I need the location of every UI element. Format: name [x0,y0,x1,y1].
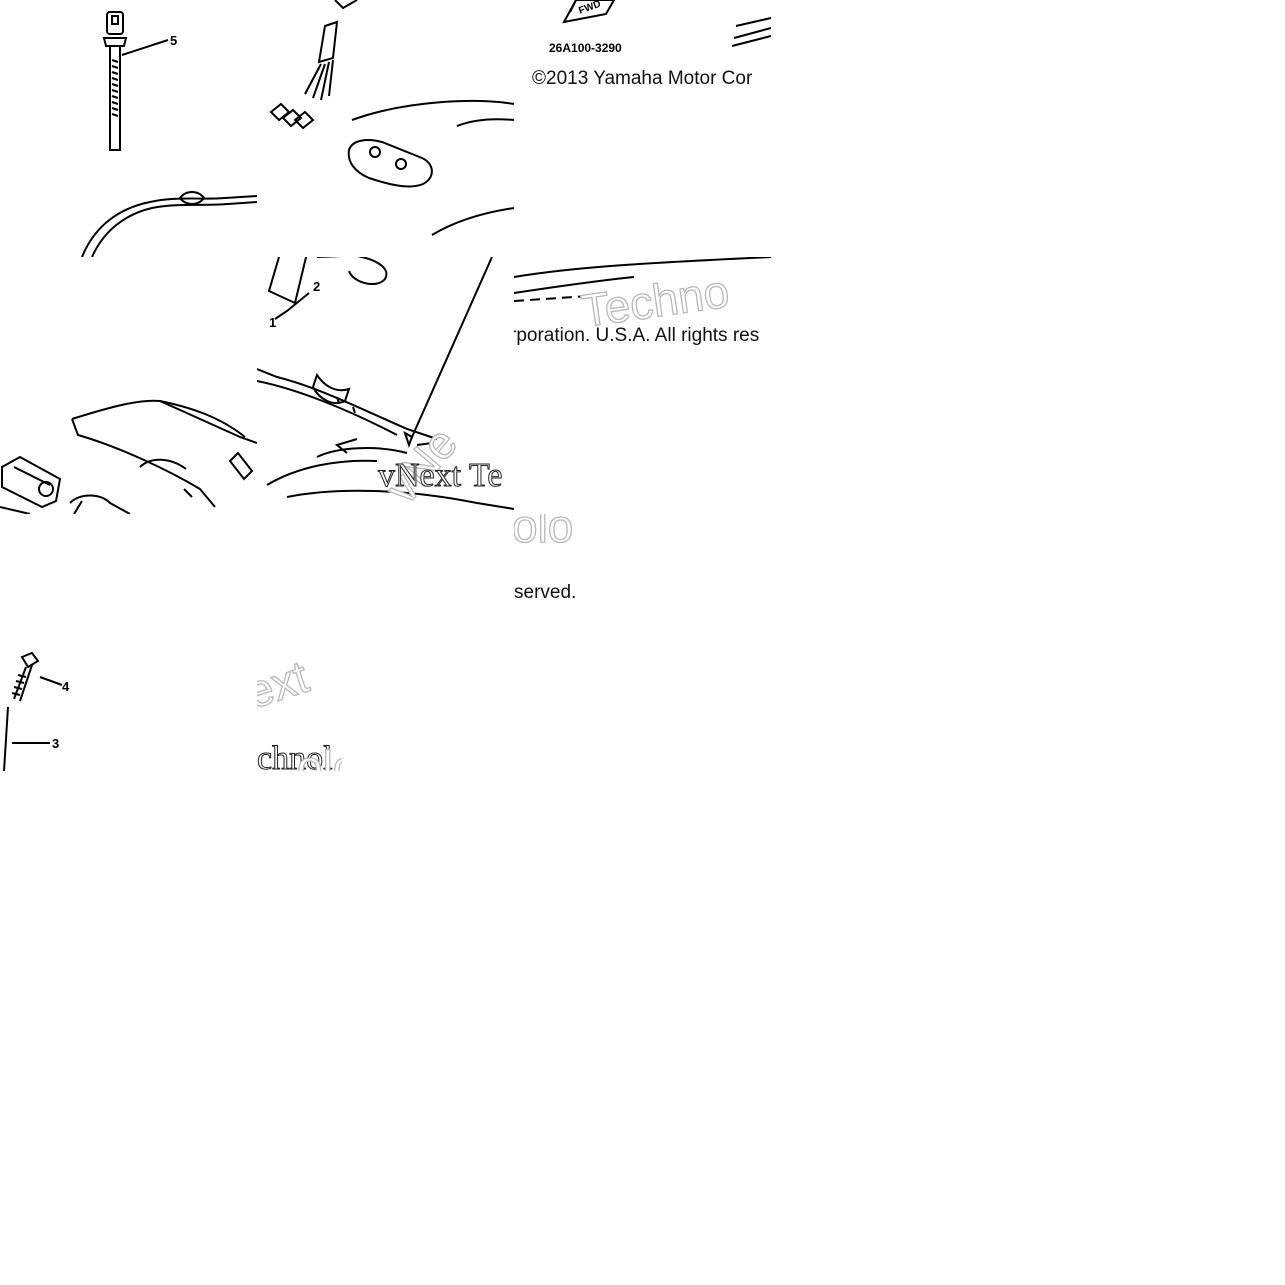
callout-1: 1 [269,315,276,330]
part-number: 26A100-3290 [549,41,622,55]
tile-vnext-watermark: vNext Te [360,440,514,514]
fairing-lines-drawing: Techno [514,257,771,338]
copyright-line-2: rporation. U.S.A. All rights res [514,325,760,346]
watermark-2: vNext Te [378,457,502,494]
watermark-7: olo [297,741,342,771]
tile-watermark-text: olo [514,514,634,574]
watermark-fragment: olo [514,514,574,553]
wire-harness-drawing [269,0,514,236]
tile-logo-copyright: FWD 26A100-3290 ©2013 Yamaha Motor Cor [514,0,771,257]
copyright-line-3: served. [514,582,577,603]
watermark-4: olo [514,514,573,552]
callout-2: 2 [313,279,320,294]
seat-cover-drawing [0,399,257,514]
copyright-line-1: ©2013 Yamaha Motor Cor [532,68,753,89]
tile-bracket: 2 1 vNe [257,257,514,514]
tile-cable-tie: 5 [0,0,257,257]
callout-3: 3 [52,736,59,751]
bolt-drawing: 4 3 [3,651,70,771]
tile-bolt: 4 3 [0,643,120,771]
vnext-watermark-svg: vNext Te [378,457,503,495]
bracket-drawing: 2 1 vNe [257,257,514,514]
tile-wire-harness [257,0,514,257]
callout-4: 4 [62,679,70,694]
callout-5: 5 [170,33,177,48]
tile-fairing-copyright: Techno rporation. U.S.A. All rights res [514,257,771,514]
tile-seat-cover [0,257,257,514]
fwd-logo-drawing: FWD [562,0,771,47]
tile-ext-watermark: ext chnol olo [257,643,342,771]
cable-tie-drawing: 5 [81,11,257,257]
watermark-5: ext [257,650,315,718]
ext-watermark-svg: ext chnol olo [257,649,342,771]
watermark-6: chnol [257,740,333,771]
